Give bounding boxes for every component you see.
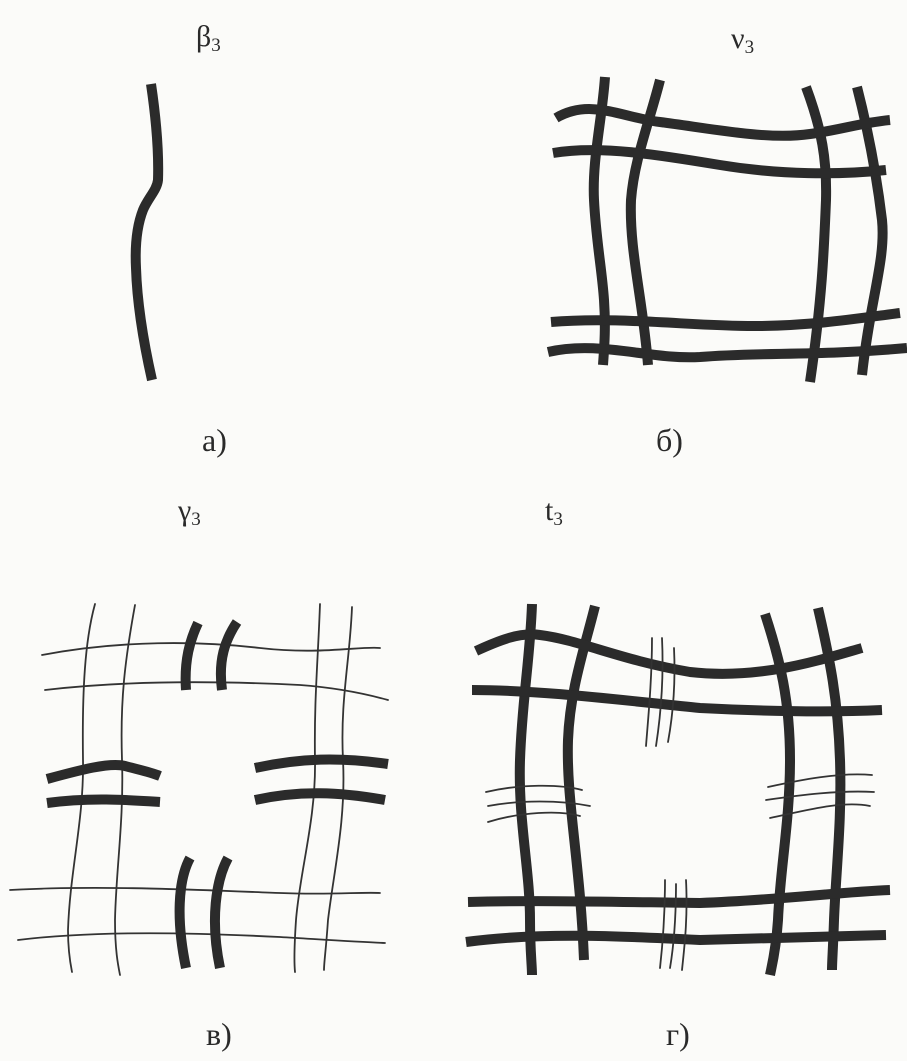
panel-g-symbol-sub: 3 <box>553 509 563 530</box>
g-thin-left-2 <box>487 800 591 807</box>
b-horizontal-thread-2 <box>552 145 887 179</box>
panel-b-drawing <box>546 76 907 383</box>
g-horizontal-thread-3 <box>467 885 891 908</box>
panel-b-caption: б) <box>656 422 683 458</box>
g-horizontal-thread-1 <box>473 629 864 679</box>
g-thin-right-1 <box>767 773 873 788</box>
g-thin-left-3 <box>487 811 581 823</box>
g-vertical-thread-4 <box>813 606 846 971</box>
beta-curve <box>130 83 164 382</box>
v-thin-horizontal-2 <box>44 681 389 701</box>
panel-a-caption: а) <box>202 422 227 458</box>
g-thin-bottom-3 <box>681 879 688 971</box>
v-thin-vertical-3 <box>293 603 321 973</box>
v-thin-horizontal-3 <box>9 886 381 895</box>
g-thin-bottom-2 <box>669 883 677 969</box>
v-thick-bottom-2 <box>209 855 233 970</box>
v-thick-left-2 <box>46 794 161 808</box>
v-thick-top-2 <box>215 619 242 691</box>
panel-v-figure <box>0 0 450 1061</box>
panel-v-symbol: γ3 <box>178 494 201 530</box>
v-thin-vertical-4 <box>323 606 353 971</box>
g-vertical-thread-1 <box>514 603 537 976</box>
g-thin-top-3 <box>667 647 676 743</box>
g-thin-right-2 <box>765 790 875 801</box>
g-thin-left-1 <box>485 784 583 793</box>
panel-a-figure <box>0 0 450 480</box>
panel-a-symbol-main: β <box>196 20 212 53</box>
g-thin-bottom-1 <box>659 879 666 969</box>
v-thin-horizontal-4 <box>17 932 386 944</box>
v-thick-bottom-1 <box>174 855 195 970</box>
panel-b-figure <box>0 0 907 480</box>
v-thick-right-1 <box>253 754 389 773</box>
panel-a-symbol: β3 <box>196 20 221 56</box>
v-thin-horizontal-1 <box>41 642 381 656</box>
panel-v-drawing <box>9 603 389 976</box>
panel-v-caption: в) <box>206 1016 232 1052</box>
panel-v-symbol-sub: 3 <box>191 509 201 530</box>
v-thin-vertical-2 <box>114 604 136 976</box>
g-thin-top-1 <box>645 637 653 747</box>
g-thin-right-3 <box>769 803 871 819</box>
b-vertical-thread-1 <box>588 76 610 366</box>
panel-a-symbol-sub: 3 <box>211 35 221 56</box>
panel-b-symbol-main: ν <box>731 22 745 55</box>
g-horizontal-thread-4 <box>465 930 887 947</box>
panel-v-symbol-main: γ <box>178 494 192 527</box>
v-thick-left-1 <box>45 759 162 784</box>
panel-b-symbol: ν3 <box>731 22 755 58</box>
v-thin-vertical-1 <box>67 603 96 973</box>
panel-g-caption: г) <box>666 1016 690 1052</box>
v-thick-top-1 <box>180 620 203 691</box>
b-horizontal-thread-1 <box>553 104 891 141</box>
v-thick-right-2 <box>253 788 386 805</box>
panel-g-symbol: t3 <box>545 494 563 530</box>
panel-b-symbol-sub: 3 <box>744 37 755 58</box>
b-horizontal-thread-3 <box>550 308 901 332</box>
g-horizontal-thread-2 <box>471 685 883 717</box>
b-horizontal-thread-4 <box>546 343 907 363</box>
panel-g-symbol-main: t <box>545 494 554 527</box>
g-thin-top-2 <box>655 637 664 747</box>
panel-a-drawing <box>130 83 164 382</box>
g-vertical-thread-2 <box>562 604 600 961</box>
